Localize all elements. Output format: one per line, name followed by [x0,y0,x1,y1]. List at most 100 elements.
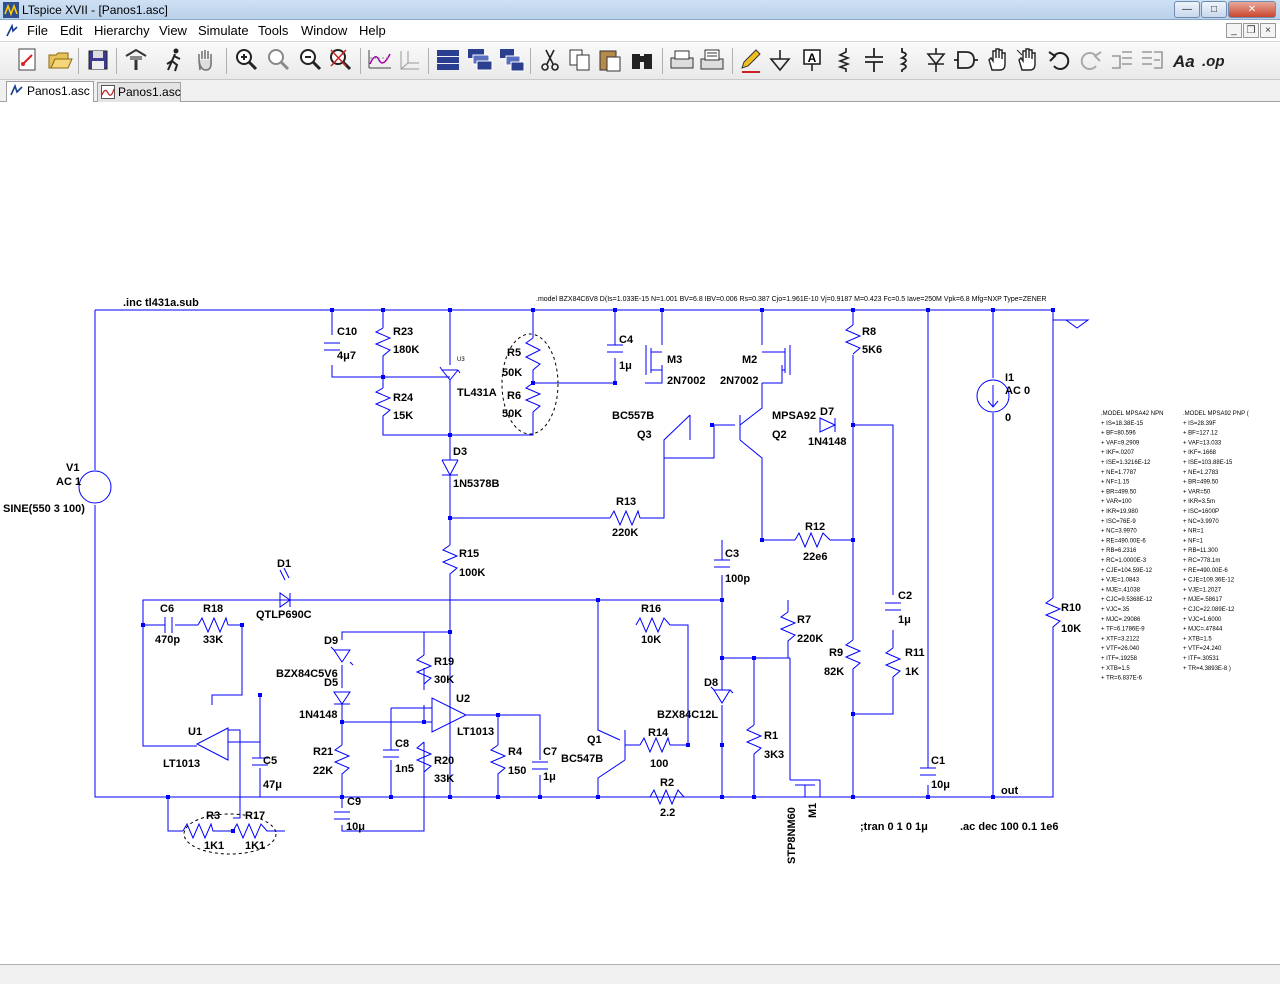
minimize-button[interactable]: — [1174,1,1200,18]
zener-d9 [330,646,354,666]
label: R10 [1061,602,1081,614]
tile-horizontal-icon[interactable] [466,46,494,74]
label-net-icon[interactable]: A [798,46,826,74]
maximize-button[interactable]: □ [1201,1,1227,18]
ac-directive[interactable]: .ac dec 100 0.1 1e6 [960,821,1058,833]
schematic-doc-icon[interactable] [4,23,20,39]
grid-icon[interactable] [396,46,424,74]
model-line: + IKR=19.980 [1101,509,1139,515]
model-directive[interactable]: .model BZX84C6V8 D(Is=1.033E-15 N=1.001 … [536,296,1046,303]
model-line: + IS=28.39F [1183,421,1216,427]
value: BC547B [561,753,603,765]
find-binoculars-icon[interactable] [628,46,656,74]
model-line: + NC=3.9970 [1183,519,1219,525]
value: AC 0 [1005,385,1030,397]
label: C3 [725,548,739,560]
control-panel-icon[interactable] [122,46,150,74]
inductor-icon[interactable] [890,46,918,74]
value: 33K [434,773,454,785]
drag-hand-icon[interactable] [1014,46,1042,74]
model-line: + VJC=1.6000 [1183,617,1222,623]
tab-waveform[interactable]: Panos1.asc [97,82,181,102]
autorange-icon[interactable] [366,46,394,74]
open-folder-icon[interactable] [46,46,74,74]
npn-model-directive[interactable]: .MODEL MPSA42 NPN+ IS=18.38E-15+ BF=80.5… [1101,411,1163,682]
tab-schematic[interactable]: Panos1.asc [6,81,94,102]
schematic-canvas[interactable]: .inc tl431a.sub .model BZX84C6V8 D(Is=1.… [0,102,1280,964]
value: SINE(550 3 100) [3,503,85,515]
zoom-fit-icon[interactable] [326,46,354,74]
res-r8 [844,324,862,355]
label: R2 [660,777,674,789]
menu-hierarchy[interactable]: Hierarchy [94,23,150,38]
label: R5 [507,347,521,359]
value: 3K3 [764,749,784,761]
menu-view[interactable]: View [159,23,187,38]
label: R9 [829,647,843,659]
zoom-in-icon[interactable] [232,46,260,74]
ltspice-app-icon[interactable] [3,2,19,18]
copy-icon[interactable] [566,46,594,74]
ground-icon[interactable] [766,46,794,74]
label: R7 [797,614,811,626]
menu-help[interactable]: Help [359,23,386,38]
diode-icon[interactable] [922,46,950,74]
menu-edit[interactable]: Edit [60,23,83,38]
tile-windows-icon[interactable] [434,46,462,74]
tl431-symbol [439,366,461,381]
model-line: + NE=1.2783 [1183,470,1219,476]
resistor-icon[interactable] [830,46,858,74]
rotate-icon[interactable] [1108,46,1136,74]
cap-c6 [164,617,173,633]
voltage-source-symbol [78,470,112,504]
menu-simulate[interactable]: Simulate [198,23,249,38]
component-icon[interactable] [952,46,980,74]
halt-hand-icon[interactable] [192,46,220,74]
label: U3 [457,357,465,363]
redo-icon[interactable] [1076,46,1104,74]
cascade-windows-icon[interactable] [498,46,526,74]
run-icon[interactable] [160,46,188,74]
print-setup-icon[interactable] [698,46,726,74]
paste-icon[interactable] [596,46,624,74]
close-button[interactable]: ✕ [1228,1,1276,18]
menu-window[interactable]: Window [301,23,348,38]
text-icon[interactable]: Aa [1170,46,1198,74]
model-line: + NF=1 [1183,538,1204,544]
draw-wire-pencil-icon[interactable] [736,46,764,74]
spice-directive-icon[interactable]: .op [1200,46,1228,74]
zoom-out-icon[interactable] [296,46,324,74]
current-source-symbol [976,379,1010,413]
save-icon[interactable] [84,46,112,74]
model-line: + BR=499.50 [1183,480,1219,486]
model-line: + CJE=109.36E-12 [1183,578,1235,584]
pnp-model-directive[interactable]: .MODEL MPSA92 PNP (+ IS=28.39F+ BF=127.1… [1183,411,1249,672]
title-bar: LTspice XVII - [Panos1.asc] — □ ✕ [0,0,1280,20]
mdi-close-button[interactable]: × [1260,23,1276,38]
label: Q3 [637,429,652,441]
label: R21 [313,746,333,758]
value: 22K [313,765,333,777]
cut-icon[interactable] [536,46,564,74]
cap-c10 [324,342,340,351]
diode-d7 [819,417,837,433]
label: C5 [263,755,277,767]
mirror-icon[interactable] [1138,46,1166,74]
undo-icon[interactable] [1046,46,1074,74]
menu-tools[interactable]: Tools [258,23,289,38]
capacitor-icon[interactable] [860,46,888,74]
tran-directive[interactable]: ;tran 0 1 0 1μ [860,821,928,833]
menu-file[interactable]: File [27,23,48,38]
print-icon[interactable] [668,46,696,74]
mdi-restore-button[interactable]: ❐ [1243,23,1259,38]
model-line: + XTB=1.5 [1101,666,1130,672]
move-hand-icon[interactable] [984,46,1012,74]
toolbar: A Aa .op [0,42,1280,80]
zoom-area-icon[interactable] [264,46,292,74]
value: 15K [393,410,413,422]
mdi-minimize-button[interactable]: _ [1226,23,1242,38]
new-schematic-icon[interactable] [14,46,42,74]
model-line: + VJE=1.0843 [1101,578,1140,584]
value: AC 1 [56,476,81,488]
inc-directive[interactable]: .inc tl431a.sub [123,297,199,309]
